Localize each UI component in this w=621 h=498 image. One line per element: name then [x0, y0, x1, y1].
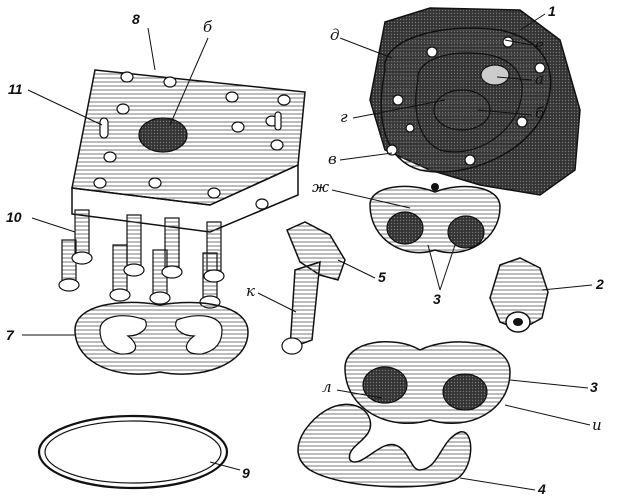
label-1: 1 — [548, 3, 556, 19]
label-l: л — [322, 378, 332, 396]
label-9: 9 — [242, 465, 250, 481]
label-k: к — [246, 282, 255, 300]
label-4: 4 — [538, 481, 546, 497]
label-g: г — [340, 108, 348, 126]
label-7: 7 — [6, 327, 14, 343]
o-ring — [37, 414, 229, 490]
bolts — [58, 209, 225, 309]
label-b-housing: б — [535, 104, 545, 122]
label-8: 8 — [132, 11, 140, 27]
label-e: е — [535, 36, 544, 54]
label-2: 2 — [596, 276, 604, 292]
pump-housing — [369, 7, 581, 196]
driven-gear — [489, 257, 549, 333]
label-d: д — [330, 26, 340, 44]
lock-plate — [297, 403, 472, 488]
gear-bushing-block-lower — [344, 340, 511, 424]
gear-bushing-block-upper — [369, 183, 501, 254]
label-11: 11 — [8, 81, 23, 97]
label-b-cover: б — [203, 18, 213, 36]
label-3-upper: 3 — [433, 291, 441, 307]
label-zh: ж — [312, 178, 330, 196]
leader-lines — [22, 13, 593, 491]
label-i: и — [592, 416, 602, 434]
cover-plate — [71, 69, 306, 233]
label-5: 5 — [378, 269, 386, 285]
label-10: 10 — [6, 209, 22, 225]
label-v: в — [328, 150, 337, 168]
label-a: а — [535, 70, 544, 88]
label-3-lower: 3 — [590, 379, 598, 395]
drive-gear-shaft — [281, 221, 346, 355]
